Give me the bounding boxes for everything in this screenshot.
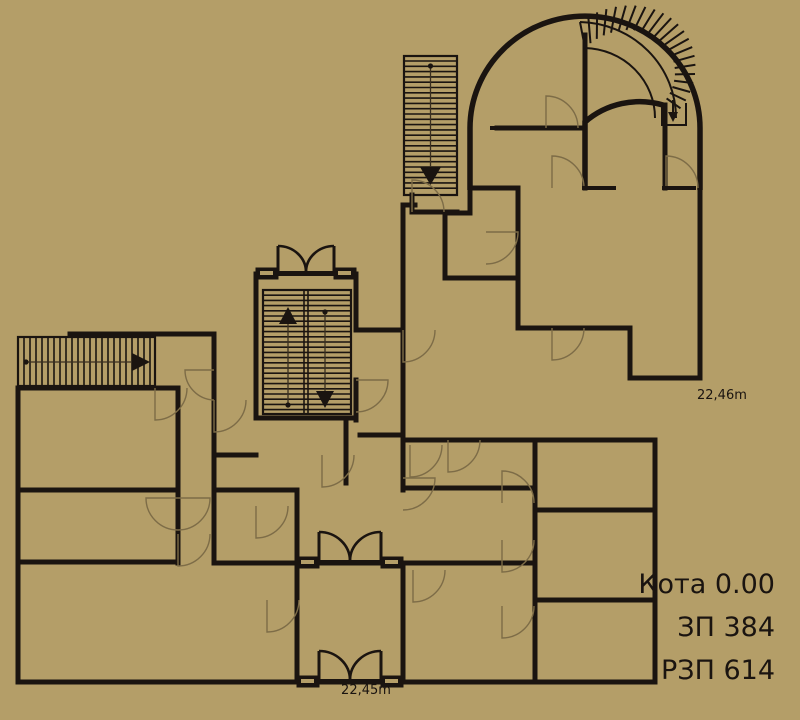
door-threshold [278, 271, 334, 276]
door-swing-6 [177, 533, 211, 567]
door-swing-3 [177, 497, 211, 531]
door-swing-14 [501, 605, 535, 639]
curved-stair-inner-edge [584, 47, 656, 119]
door-swing-10 [355, 379, 389, 413]
top-stair-down-arrow [420, 167, 441, 185]
door-swing-18 [551, 327, 585, 361]
level-label: Кота 0.00 [638, 569, 775, 600]
door-swing-20 [545, 95, 579, 129]
central-stair-double-door [255, 244, 357, 280]
door-swing-21 [551, 155, 585, 189]
door-swing-19 [485, 231, 519, 265]
door-swing-right [304, 244, 335, 273]
door-threshold-2 [490, 126, 524, 130]
door-jamb-right-inner [338, 271, 351, 275]
ld2-threshold [319, 679, 381, 684]
door-swing-17 [447, 439, 481, 473]
central-stair-up-arrow [279, 307, 297, 324]
ld2-jamb-right-inner [385, 679, 398, 683]
door-swing-16 [402, 477, 436, 511]
door-swings [145, 95, 699, 639]
dimension-right-label: 22,46m [697, 388, 747, 403]
central-stair-down-dot [322, 309, 328, 315]
lower-double-door-1 [296, 530, 404, 569]
central-stair-treads [263, 294, 351, 411]
ld1-swing-right [348, 530, 382, 562]
ld1-jamb-left-inner [301, 560, 314, 564]
door-swing-2 [145, 497, 179, 531]
central-stair-down-arrow [316, 391, 334, 408]
ld1-jamb-right-inner [385, 560, 398, 564]
door-swing-11 [409, 444, 443, 478]
door-swing-15 [501, 470, 535, 504]
door-swing-8 [266, 599, 300, 633]
dimension-bottom-label: 22,45m [341, 683, 391, 698]
door-swing-24 [402, 329, 436, 363]
central-double-stair [253, 271, 403, 486]
ld1-threshold [319, 560, 381, 565]
central-stair-up-dot [285, 402, 291, 408]
door-threshold-3 [582, 186, 616, 190]
built-area-label: ЗП 384 [677, 612, 775, 643]
total-area-label: РЗП 614 [661, 655, 775, 686]
door-threshold-4 [662, 186, 696, 190]
curved-stair-down-arrow [668, 100, 678, 122]
top-stair-start-dot [427, 63, 434, 69]
door-swing-4 [213, 399, 247, 433]
top-vertical-stair [402, 54, 460, 215]
door-swing-7 [255, 505, 289, 539]
door-swing-5 [184, 369, 215, 401]
ld2-jamb-left-inner [301, 679, 314, 683]
lower-double-door-2 [296, 649, 404, 688]
right-wing-walls [400, 185, 703, 438]
door-swing-22 [665, 155, 699, 189]
door-jamb-left-inner [260, 271, 273, 275]
curved-stair-outer-edge [579, 21, 677, 119]
curved-stair-treads [579, 5, 696, 110]
left-stair-start-dot [23, 359, 29, 365]
door-swing-12 [412, 569, 446, 603]
curved-arch-stair [579, 5, 696, 126]
curved-stair-landing [661, 103, 687, 126]
top-stair-treads [404, 60, 457, 189]
door-swing-9 [321, 454, 355, 488]
door-swing-13 [501, 539, 535, 573]
left-stair-right-arrow [132, 353, 150, 371]
door-swing-1 [154, 387, 188, 421]
left-block-walls [15, 331, 300, 685]
top-stair-outline [402, 54, 459, 197]
door-swing-23 [411, 179, 445, 213]
ld2-swing-right [348, 649, 382, 681]
